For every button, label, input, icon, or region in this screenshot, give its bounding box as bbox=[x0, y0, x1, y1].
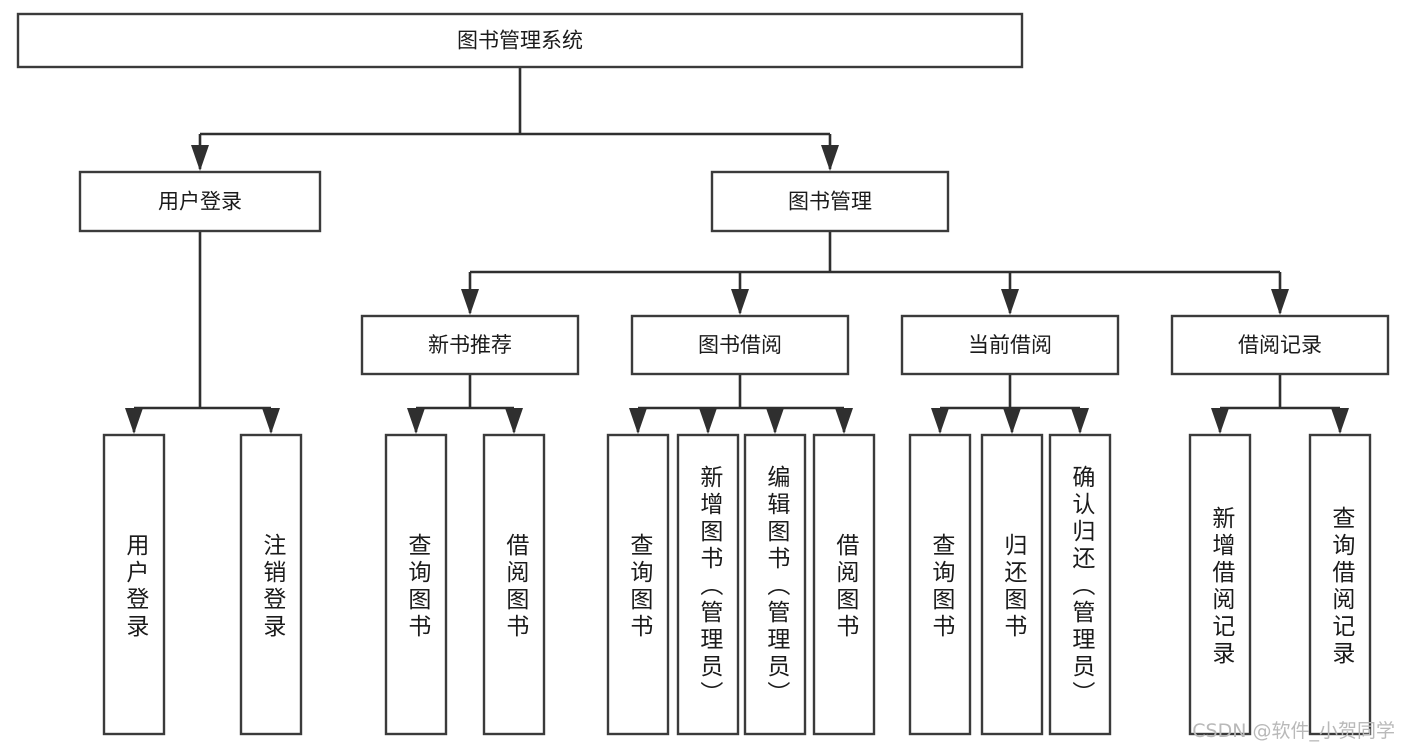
node-leaf-rect[interactable] bbox=[1308, 433, 1372, 736]
node-leaf-rect[interactable] bbox=[812, 433, 876, 736]
node-root[interactable] bbox=[16, 12, 1024, 69]
node-level3-label-2: 当前借阅 bbox=[968, 333, 1052, 357]
node-level2-0[interactable] bbox=[78, 170, 322, 233]
node-leaf-6[interactable] bbox=[743, 433, 807, 736]
node-level2-label-1: 图书管理 bbox=[788, 190, 872, 214]
node-leaf-8[interactable] bbox=[908, 433, 972, 736]
node-root-label: 图书管理系统 bbox=[457, 29, 583, 53]
node-level3-1[interactable] bbox=[630, 314, 850, 376]
arrow-head-icon bbox=[1271, 289, 1289, 315]
arrow-head-icon bbox=[629, 408, 647, 434]
node-leaf-rect[interactable] bbox=[1188, 433, 1252, 736]
node-level2-rect[interactable] bbox=[78, 170, 322, 233]
node-leaf-rect[interactable] bbox=[482, 433, 546, 736]
arrow-head-icon bbox=[262, 408, 280, 434]
node-level3-label-1: 图书借阅 bbox=[698, 333, 782, 357]
node-leaf-5[interactable] bbox=[676, 433, 740, 736]
arrow-head-icon bbox=[191, 145, 209, 171]
node-level2-label-0: 用户登录 bbox=[158, 190, 242, 214]
node-level2-1[interactable] bbox=[710, 170, 950, 233]
arrow-head-icon bbox=[1003, 408, 1021, 434]
node-leaf-2[interactable] bbox=[384, 433, 448, 736]
node-leaf-rect[interactable] bbox=[908, 433, 972, 736]
node-leaf-1[interactable] bbox=[239, 433, 303, 736]
node-leaf-12[interactable] bbox=[1308, 433, 1372, 736]
node-leaf-10[interactable] bbox=[1048, 433, 1112, 736]
node-leaf-rect[interactable] bbox=[606, 433, 670, 736]
arrow-head-icon bbox=[835, 408, 853, 434]
node-leaf-rect[interactable] bbox=[676, 433, 740, 736]
boxes-layer bbox=[16, 12, 1390, 736]
node-level3-2[interactable] bbox=[900, 314, 1120, 376]
arrow-head-icon bbox=[766, 408, 784, 434]
node-level3-rect[interactable] bbox=[630, 314, 850, 376]
node-leaf-rect[interactable] bbox=[743, 433, 807, 736]
node-level3-rect[interactable] bbox=[1170, 314, 1390, 376]
arrow-head-icon bbox=[821, 145, 839, 171]
node-level3-rect[interactable] bbox=[360, 314, 580, 376]
arrow-head-icon bbox=[1211, 408, 1229, 434]
arrow-head-icon bbox=[731, 289, 749, 315]
node-level2-rect[interactable] bbox=[710, 170, 950, 233]
node-leaf-rect[interactable] bbox=[239, 433, 303, 736]
node-leaf-rect[interactable] bbox=[384, 433, 448, 736]
node-leaf-3[interactable] bbox=[482, 433, 546, 736]
watermark-text: CSDN @软件_小贺同学 bbox=[1192, 720, 1395, 742]
node-level3-label-3: 借阅记录 bbox=[1238, 333, 1322, 357]
node-root-rect[interactable] bbox=[16, 12, 1024, 69]
node-level3-rect[interactable] bbox=[900, 314, 1120, 376]
connectors-layer bbox=[125, 67, 1349, 434]
node-leaf-7[interactable] bbox=[812, 433, 876, 736]
node-leaf-9[interactable] bbox=[980, 433, 1044, 736]
arrow-head-icon bbox=[461, 289, 479, 315]
arrow-head-icon bbox=[931, 408, 949, 434]
arrow-head-icon bbox=[1001, 289, 1019, 315]
arrow-head-icon bbox=[1331, 408, 1349, 434]
node-leaf-rect[interactable] bbox=[980, 433, 1044, 736]
node-leaf-0[interactable] bbox=[102, 433, 166, 736]
node-leaf-4[interactable] bbox=[606, 433, 670, 736]
node-level3-3[interactable] bbox=[1170, 314, 1390, 376]
node-leaf-rect[interactable] bbox=[102, 433, 166, 736]
node-leaf-11[interactable] bbox=[1188, 433, 1252, 736]
arrow-head-icon bbox=[505, 408, 523, 434]
arrow-head-icon bbox=[125, 408, 143, 434]
node-level3-0[interactable] bbox=[360, 314, 580, 376]
node-leaf-rect[interactable] bbox=[1048, 433, 1112, 736]
arrow-head-icon bbox=[699, 408, 717, 434]
node-level3-label-0: 新书推荐 bbox=[428, 333, 512, 357]
arrow-head-icon bbox=[407, 408, 425, 434]
arrow-head-icon bbox=[1071, 408, 1089, 434]
